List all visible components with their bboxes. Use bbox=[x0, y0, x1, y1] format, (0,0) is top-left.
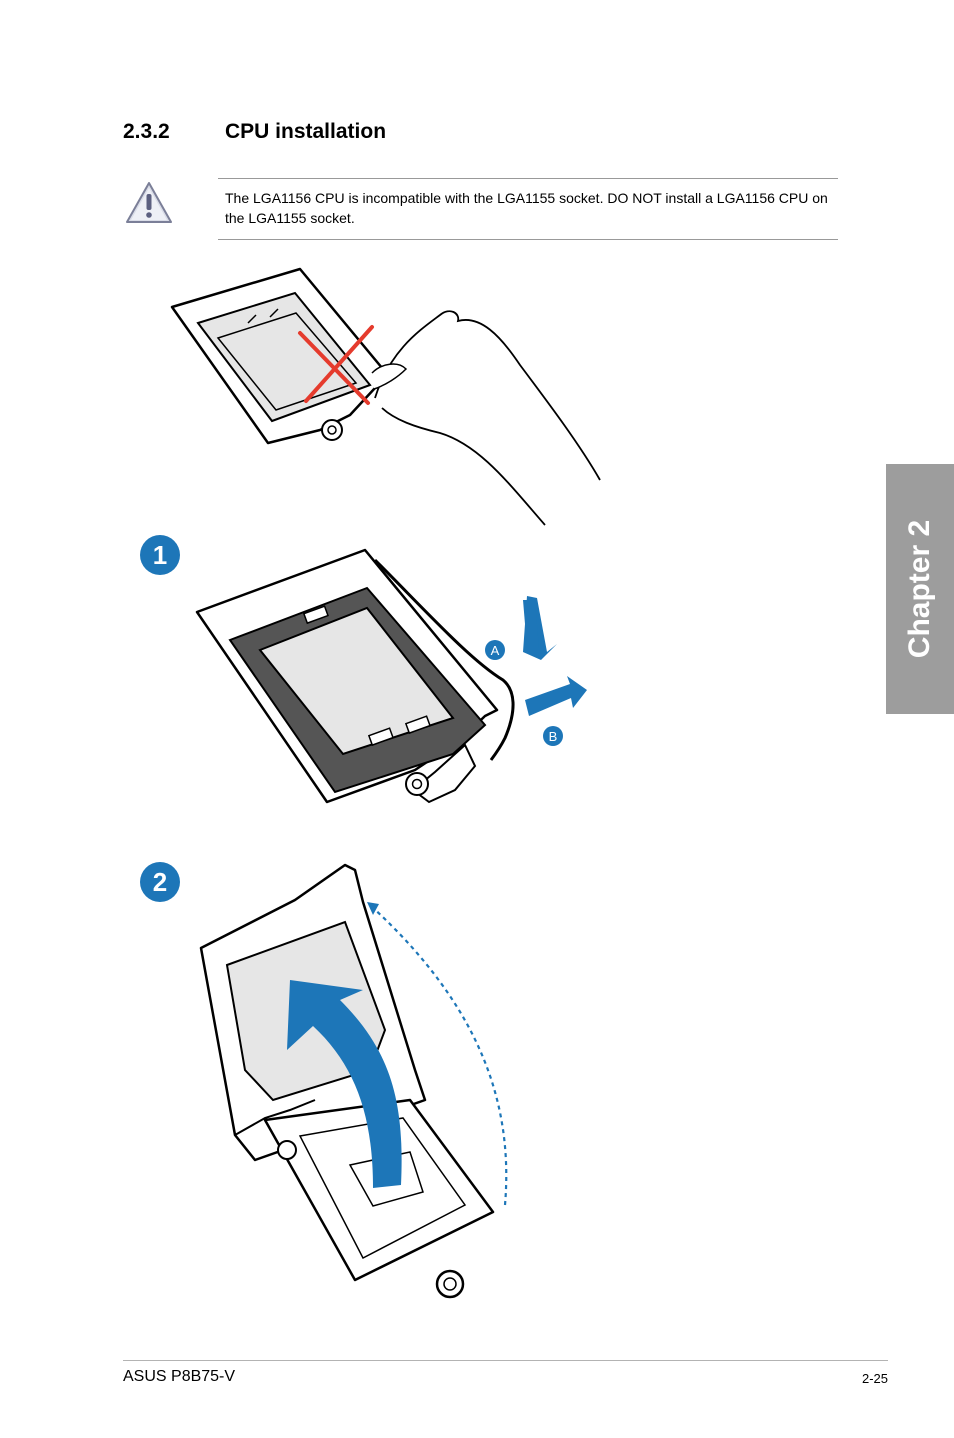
chapter-tab: Chapter 2 bbox=[886, 464, 954, 714]
footer-page-number: 2-25 bbox=[861, 1371, 888, 1386]
step-1-badge: 1 bbox=[140, 535, 180, 575]
chapter-label: Chapter 2 bbox=[903, 519, 936, 659]
step-2-badge: 2 bbox=[140, 862, 180, 902]
section-title: 2.3.2 CPU installation bbox=[123, 120, 386, 144]
figure-do-not-touch bbox=[170, 267, 601, 526]
warning-box: The LGA1156 CPU is incompatible with the… bbox=[218, 178, 838, 240]
footer-divider bbox=[123, 1360, 888, 1361]
footer-product: ASUS P8B75-V bbox=[123, 1368, 236, 1385]
warning-triangle-icon bbox=[126, 182, 172, 223]
section-heading: CPU installation bbox=[225, 120, 387, 143]
figure-step-2 bbox=[199, 863, 508, 1299]
step-1-sub-b-badge: B bbox=[543, 726, 563, 746]
section-number: 2.3.2 bbox=[123, 120, 170, 143]
warning-text: The LGA1156 CPU is incompatible with the… bbox=[225, 190, 828, 226]
step-1-sub-a-badge: A bbox=[485, 640, 505, 660]
figure-step-1 bbox=[195, 548, 587, 804]
